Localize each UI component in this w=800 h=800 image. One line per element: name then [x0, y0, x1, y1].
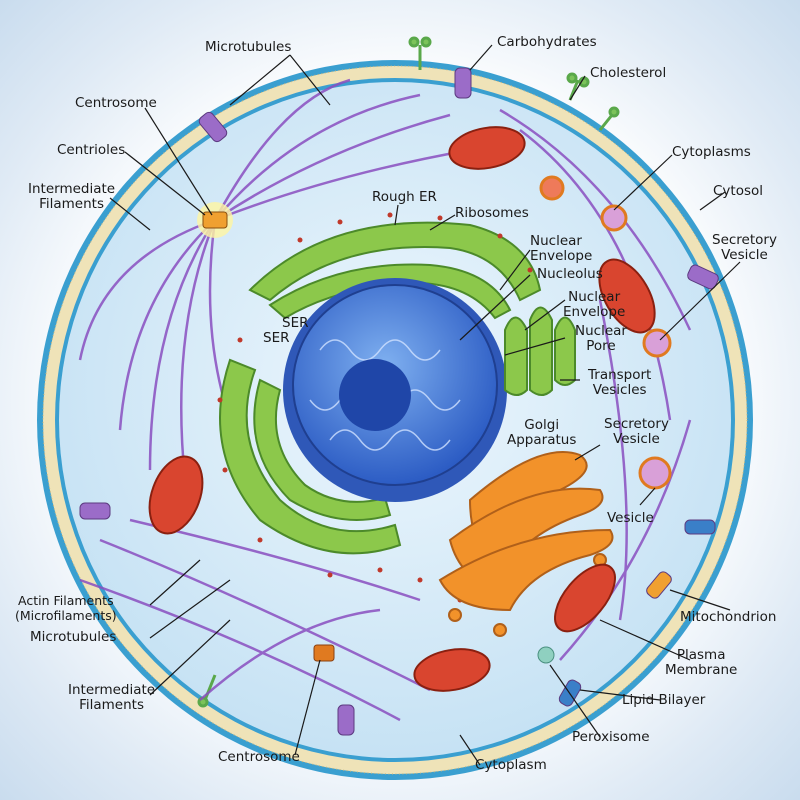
label-line: (Microfilaments): [15, 608, 117, 623]
label-centrioles: Centrioles: [57, 142, 126, 158]
label-line: Nuclear: [568, 289, 621, 305]
label-line: Intermediate: [28, 181, 116, 197]
label-line: Vesicle: [613, 431, 660, 447]
label-ribosomes: Ribosomes: [455, 205, 529, 221]
golgi-apparatus: [438, 451, 614, 637]
label-line: Secretory: [712, 232, 777, 248]
label-ser-2: SER: [263, 330, 290, 346]
label-line: Envelope: [563, 304, 626, 320]
label-vesicle: Vesicle: [607, 510, 654, 526]
label-line: Intermediate: [68, 682, 156, 698]
nucleolus: [339, 359, 411, 431]
label-lipid-bilayer: Lipid Bilayer: [622, 692, 706, 708]
label-microtubules-top: Microtubules: [205, 39, 292, 55]
label-actin-filaments: Actin Filaments(Microfilaments): [15, 593, 117, 623]
leader-lines: [109, 44, 741, 766]
label-nucleolus: Nucleolus: [537, 266, 603, 282]
mitochondria: [148, 126, 656, 692]
label-line: Actin Filaments: [18, 593, 114, 608]
label-line: Nuclear: [575, 323, 627, 339]
label-line: Filaments: [79, 697, 144, 713]
label-microtubules-bottom: Microtubules: [30, 629, 117, 645]
label-line: Plasma: [676, 647, 726, 663]
label-line: Filaments: [39, 196, 104, 212]
nucleus: [283, 278, 507, 502]
label-line: Secretory: [604, 416, 669, 432]
label-cytoplasms: Cytoplasms: [672, 144, 751, 160]
label-rough-er: Rough ER: [372, 189, 437, 205]
label-line: Envelope: [530, 248, 593, 264]
label-cholesterol: Cholesterol: [590, 65, 667, 81]
label-line: Vesicles: [592, 382, 647, 398]
label-centrosome-bottom: Centrosome: [218, 749, 300, 765]
smooth-er-stacks: [504, 306, 576, 396]
vesicles: [539, 175, 672, 490]
label-carbohydrates: Carbohydrates: [497, 34, 597, 50]
peroxisome: [537, 646, 555, 664]
label-cytosol: Cytosol: [713, 183, 764, 199]
cytoskeleton-filaments: [78, 78, 692, 722]
label-cytoplasm: Cytoplasm: [475, 757, 547, 773]
centrosome-top: [197, 202, 233, 238]
label-line: Nuclear: [530, 233, 582, 249]
label-line: Vesicle: [721, 247, 768, 263]
label-line: Transport: [588, 367, 652, 383]
carbohydrate-chains: [197, 36, 620, 708]
membrane-proteins: [79, 67, 719, 736]
label-peroxisome: Peroxisome: [572, 729, 650, 745]
label-mitochondrion: Mitochondrion: [680, 609, 777, 625]
label-line: Golgi: [524, 417, 560, 433]
label-ser-1: SER: [282, 315, 309, 331]
label-line: Pore: [586, 338, 616, 354]
label-line: Membrane: [665, 662, 738, 678]
label-line: Apparatus: [507, 432, 577, 448]
label-centrosome-top: Centrosome: [75, 95, 157, 111]
centrosome-bottom: [313, 644, 335, 662]
